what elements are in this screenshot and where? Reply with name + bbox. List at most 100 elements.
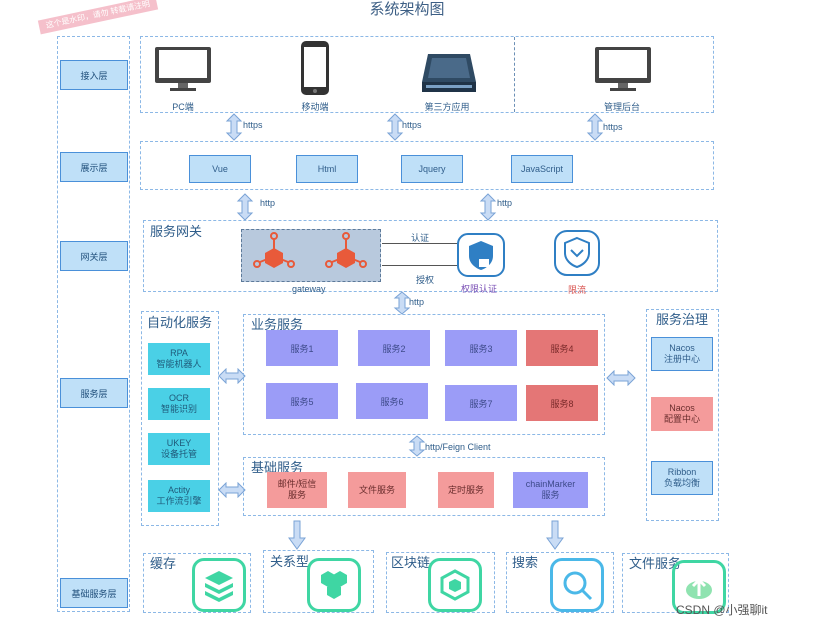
layer-service: 服务层 — [60, 378, 128, 408]
service-7: 服务7 — [445, 385, 517, 421]
item-name: UKEY — [166, 438, 192, 448]
gateway-layer-box — [143, 220, 718, 292]
item-name: Nacos — [669, 343, 695, 353]
infra-search-box — [506, 552, 614, 613]
device-label-mobile: 移动端 — [301, 102, 329, 112]
infra-cache-title: 缓存 — [150, 556, 177, 571]
access-divider — [514, 37, 515, 112]
gateway-box — [241, 229, 381, 282]
basic-title: 基础服务 — [251, 460, 304, 475]
gateway-section-title: 服务网关 — [150, 224, 203, 239]
magnifier-icon — [563, 571, 593, 601]
frontend-javascript: JavaScript — [511, 155, 573, 183]
grant-label: 授权 — [416, 275, 435, 285]
business-title: 业务服务 — [251, 317, 304, 332]
auth-label: 认证 — [411, 233, 430, 243]
rate-limit-icon — [554, 230, 600, 276]
service-6: 服务6 — [356, 383, 428, 419]
item-name: Ribbon — [667, 467, 697, 477]
double-arrow-h-icon — [218, 482, 246, 498]
cache-icon — [192, 558, 246, 612]
automation-title: 自动化服务 — [147, 315, 213, 330]
access-layer-box — [140, 36, 714, 113]
double-arrow-h-icon — [606, 370, 636, 386]
permission-label: 权限认证 — [461, 284, 498, 294]
cube-icon — [440, 569, 470, 601]
gateway-node-icon — [253, 232, 295, 268]
scanner-icon — [422, 54, 476, 92]
basic-box — [243, 457, 605, 516]
protocol-label: http/Feign Client — [425, 442, 491, 452]
double-arrow-icon — [479, 193, 497, 221]
layer-gateway: 网关层 — [60, 241, 128, 271]
frontend-html: Html — [296, 155, 358, 183]
layer-base-service: 基础服务层 — [60, 578, 128, 608]
governance-title: 服务治理 — [656, 312, 709, 327]
basic-file: 文件服务 — [348, 472, 406, 508]
hexagons-icon — [321, 571, 347, 599]
item-name: OCR — [169, 393, 189, 403]
double-arrow-icon — [236, 193, 254, 221]
blockchain-icon — [428, 558, 482, 612]
gateway-node-icon — [325, 232, 367, 268]
basic-chainmarker: chainMarker 服务 — [513, 472, 588, 508]
infra-blockchain-title: 区块链 — [391, 555, 431, 570]
cloud-upload-icon — [686, 577, 712, 599]
relational-icon — [307, 558, 361, 612]
double-arrow-icon — [586, 113, 604, 141]
item-desc: 负载均衡 — [663, 478, 700, 488]
shield-icon — [457, 233, 505, 277]
protocol-label: https — [243, 120, 263, 130]
service-5: 服务5 — [266, 383, 338, 419]
layer-presentation: 展示层 — [60, 152, 128, 182]
item-desc: 智能识别 — [160, 404, 197, 414]
protocol-label: http — [409, 297, 425, 307]
service-3: 服务3 — [445, 330, 517, 366]
auth-line — [382, 243, 458, 244]
device-label-third-party: 第三方应用 — [424, 102, 470, 112]
governance-box — [646, 309, 719, 521]
gateway-label: gateway — [292, 284, 326, 294]
basic-timer: 定时服务 — [438, 472, 494, 508]
service-2: 服务2 — [358, 330, 430, 366]
protocol-label: https — [603, 122, 623, 132]
watermark: CSDN @小强聊it — [676, 603, 768, 617]
rate-limit-label: 限流 — [568, 285, 587, 295]
infra-relational-title: 关系型 — [270, 554, 310, 569]
protocol-label: http — [260, 198, 276, 208]
phone-icon — [301, 41, 329, 95]
file-service-icon — [672, 560, 726, 614]
infra-blockchain-box — [386, 552, 495, 613]
basic-mail-sms: 邮件/短信 服务 — [267, 472, 327, 508]
search-icon — [550, 558, 604, 612]
infra-cache-box — [143, 553, 251, 613]
item-desc: 配置中心 — [663, 414, 700, 424]
item-desc: 工作流引擎 — [156, 496, 202, 506]
frontend-vue: Vue — [189, 155, 251, 183]
item-desc: 注册中心 — [663, 354, 700, 364]
frontend-jquery: Jquery — [401, 155, 463, 183]
service-1: 服务1 — [266, 330, 338, 366]
monitor-icon — [155, 47, 211, 91]
infra-search-title: 搜索 — [512, 555, 539, 570]
protocol-label: http — [497, 198, 513, 208]
automation-box — [141, 311, 219, 526]
protocol-label: https — [402, 120, 422, 130]
layer-column — [57, 36, 130, 612]
service-4: 服务4 — [526, 330, 598, 366]
business-box — [243, 314, 605, 435]
presentation-layer-box — [140, 141, 714, 190]
item-name: Nacos — [669, 403, 695, 413]
infra-file-box — [622, 553, 729, 613]
infra-file-title: 文件服务 — [629, 556, 682, 571]
layers-icon — [205, 571, 233, 602]
grant-line — [382, 265, 458, 266]
down-arrow-icon — [546, 520, 564, 550]
monitor-icon — [595, 47, 651, 91]
